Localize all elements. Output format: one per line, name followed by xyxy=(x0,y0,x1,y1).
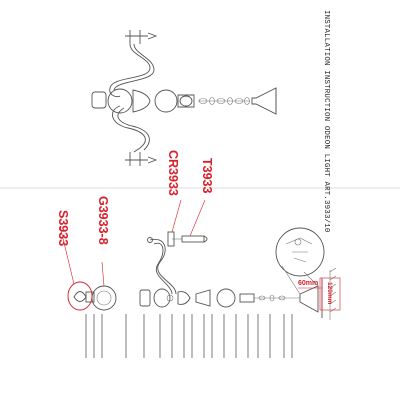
dimension-60mm: 60mm xyxy=(298,280,319,287)
bulb-part xyxy=(73,291,87,302)
dimension-120mm: 120mm xyxy=(326,282,333,305)
bulb-highlight xyxy=(67,281,93,311)
detail-zoom-circle xyxy=(275,227,325,277)
part-label-cr3933: CR3933 xyxy=(166,150,180,196)
glass-ball-part xyxy=(91,285,117,311)
part-label-t3933: T3933 xyxy=(200,158,214,194)
exploded-view xyxy=(59,199,341,320)
candle-part xyxy=(181,235,205,243)
part-label-s3933: S3933 xyxy=(56,210,70,247)
assembled-chandelier xyxy=(91,30,277,166)
part-number-ticks xyxy=(85,314,293,358)
instruction-title: INSTALLATION INSTRUCTION ODEON LIGHT ART… xyxy=(322,10,330,233)
part-label-g3933-8: G3933-8 xyxy=(96,196,110,245)
